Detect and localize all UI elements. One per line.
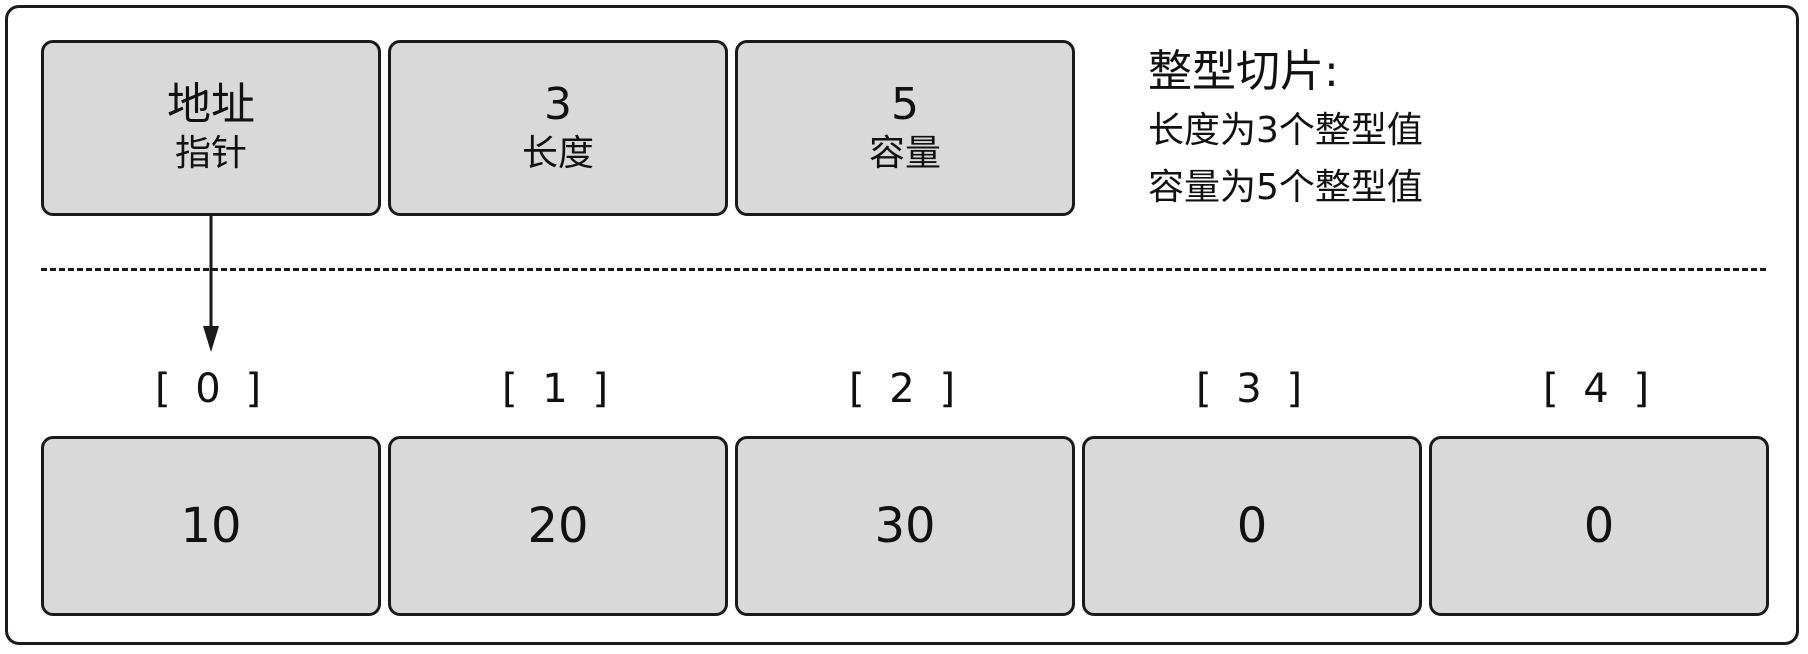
array-element-value: 30 xyxy=(874,498,936,554)
pointer-label: 指针 xyxy=(174,133,247,174)
array-index-3: [ 3 ] xyxy=(1195,366,1309,412)
array-index-0: [ 0 ] xyxy=(154,366,268,412)
pointer-value: 地址 xyxy=(167,79,255,130)
dashed-divider xyxy=(41,268,1766,271)
array-index-4: [ 4 ] xyxy=(1542,366,1656,412)
pointer-field-box: 地址 指针 xyxy=(41,40,381,216)
slice-description-title: 整型切片: xyxy=(1148,46,1339,97)
array-element-value: 20 xyxy=(527,498,589,554)
array-index-2: [ 2 ] xyxy=(848,366,962,412)
slice-description-length: 长度为3个整型值 xyxy=(1148,110,1423,151)
array-element-2: 30 xyxy=(735,436,1075,616)
array-element-4: 0 xyxy=(1429,436,1769,616)
length-field-box: 3 长度 xyxy=(388,40,728,216)
length-label: 长度 xyxy=(521,133,594,174)
array-index-1: [ 1 ] xyxy=(501,366,615,412)
array-element-value: 0 xyxy=(1236,498,1268,554)
array-element-value: 0 xyxy=(1583,498,1615,554)
slice-description-capacity: 容量为5个整型值 xyxy=(1148,167,1423,208)
capacity-label: 容量 xyxy=(868,133,941,174)
array-element-0: 10 xyxy=(41,436,381,616)
slice-description: 整型切片: 长度为3个整型值 容量为5个整型值 xyxy=(1148,42,1423,216)
array-element-1: 20 xyxy=(388,436,728,616)
array-element-value: 10 xyxy=(180,498,242,554)
array-element-3: 0 xyxy=(1082,436,1422,616)
capacity-value: 5 xyxy=(891,79,919,130)
capacity-field-box: 5 容量 xyxy=(735,40,1075,216)
length-value: 3 xyxy=(544,79,572,130)
